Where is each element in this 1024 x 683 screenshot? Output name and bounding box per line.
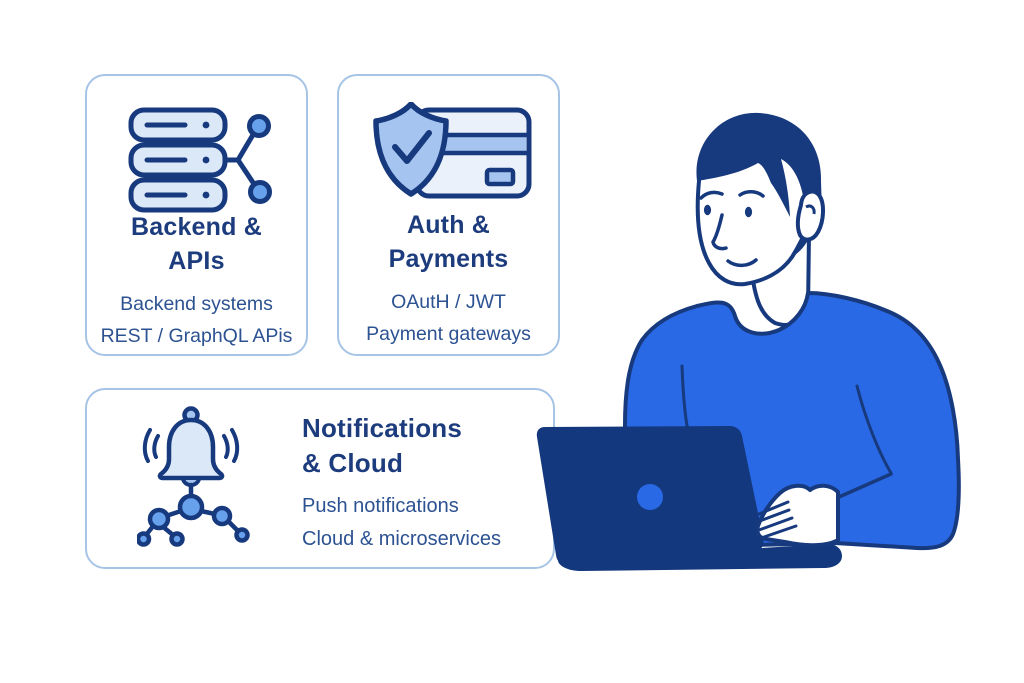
card-title-line: Payments xyxy=(388,245,509,273)
finger-lines xyxy=(755,500,798,539)
card-title-line: Auth & xyxy=(406,211,491,239)
card-sub-line: OAutH / JWT xyxy=(391,291,506,313)
ear xyxy=(795,189,825,242)
card-subtitle: Push notifications Cloud & microservices xyxy=(302,490,501,556)
laptop-logo xyxy=(637,484,663,510)
left-eye xyxy=(703,204,712,216)
bell-network-icon xyxy=(137,406,250,547)
card-title-line: & Cloud xyxy=(302,448,404,478)
card-sub-line: Backend systems xyxy=(120,293,273,315)
card-auth-payments: Auth & Payments OAutH / JWT Payment gate… xyxy=(337,74,560,356)
card-subtitle: OAutH / JWT Payment gateways xyxy=(339,286,558,350)
shield-card-icon xyxy=(373,102,532,199)
card-notifications-cloud: Notifications & Cloud Push notifications… xyxy=(85,388,555,569)
card-title-line: Notifications xyxy=(302,413,463,443)
card-title-line: APIs xyxy=(168,247,225,275)
card-backend-apis: Backend & APIs Backend systems REST / Gr… xyxy=(85,74,308,356)
sleeve-cuff-line xyxy=(837,472,893,499)
right-eye xyxy=(744,206,753,218)
hair xyxy=(696,112,822,217)
card-sub-line: Payment gateways xyxy=(366,323,531,345)
card-title-line: Backend & xyxy=(130,213,262,241)
card-title: Backend & APIs xyxy=(87,210,306,278)
card-sub-line: Push notifications xyxy=(302,495,459,517)
card-title: Auth & Payments xyxy=(339,208,558,276)
card-sub-line: Cloud & microservices xyxy=(302,528,501,550)
card-subtitle: Backend systems REST / GraphQL APis xyxy=(87,288,306,352)
laptop-base xyxy=(558,543,842,571)
card-title: Notifications & Cloud xyxy=(302,411,462,481)
man-with-laptop-illustration xyxy=(536,112,961,571)
card-sub-line: REST / GraphQL APis xyxy=(100,325,293,347)
face-details xyxy=(699,190,765,268)
server-network-icon xyxy=(128,107,272,213)
